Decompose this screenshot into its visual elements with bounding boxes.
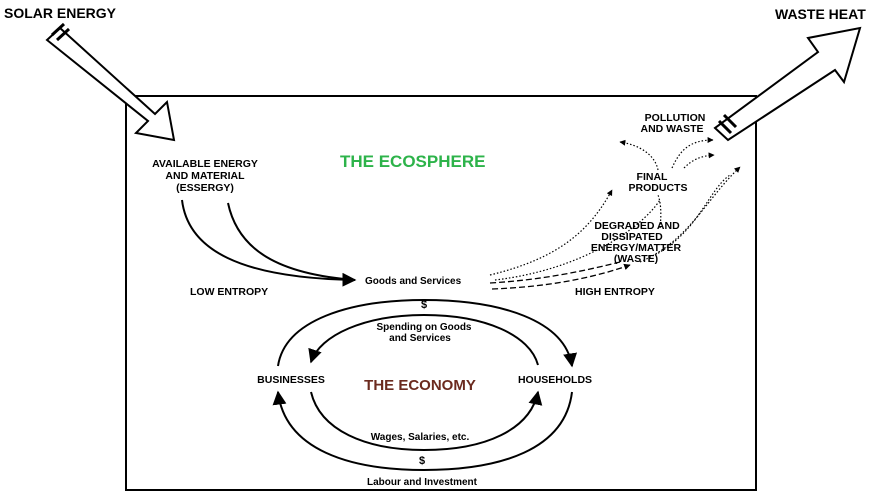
degraded-line2: DISSIPATED: [601, 231, 663, 243]
inner-loop-bottom: [310, 390, 543, 452]
high-entropy-label: HIGH ENTROPY: [575, 286, 655, 298]
inner-loop-top: [308, 313, 539, 366]
pollution-line1: POLLUTION: [645, 112, 706, 124]
low-entropy-label: LOW ENTROPY: [190, 286, 268, 298]
spending-line1: Spending on Goods: [377, 322, 472, 333]
outer-loop-top: [277, 298, 578, 368]
degraded-line1: DEGRADED AND: [594, 220, 680, 232]
degraded-flow-dashed: [489, 261, 631, 290]
essergy-flow-arrow-1: [181, 199, 357, 287]
ecosphere-title: THE ECOSPHERE: [340, 152, 485, 171]
final-products-line1: FINAL: [637, 171, 668, 183]
households-label: HOUSEHOLDS: [518, 374, 592, 386]
businesses-label: BUSINESSES: [257, 374, 325, 386]
waste-heat-arrow: [713, 26, 862, 142]
waste-heat-label: WASTE HEAT: [775, 6, 866, 22]
ecosphere-boundary: [125, 95, 757, 491]
available-energy-line2: AND MATERIAL: [165, 170, 245, 182]
final-products-line2: PRODUCTS: [629, 182, 688, 194]
dollar-bottom: $: [419, 455, 425, 467]
degraded-line4: (WASTE): [614, 253, 658, 265]
economy-title: THE ECONOMY: [364, 377, 476, 394]
pollution-line2: AND WASTE: [641, 123, 704, 135]
essergy-flow-arrow-2: [227, 202, 356, 281]
waste-flow-dotted: [489, 137, 741, 281]
available-energy-line3: (ESSERGY): [176, 182, 234, 194]
labour-label: Labour and Investment: [367, 477, 478, 488]
dollar-top: $: [421, 299, 427, 311]
wages-label: Wages, Salaries, etc.: [371, 432, 470, 443]
spending-line2: and Services: [389, 333, 451, 344]
available-energy-line1: AVAILABLE ENERGY: [152, 158, 258, 170]
outer-loop-bottom: [272, 390, 573, 472]
solar-energy-arrow: [45, 22, 176, 142]
solar-energy-label: SOLAR ENERGY: [4, 5, 117, 21]
degraded-line3: ENERGY/MATTER: [591, 242, 682, 254]
goods-services-label: Goods and Services: [365, 276, 462, 287]
